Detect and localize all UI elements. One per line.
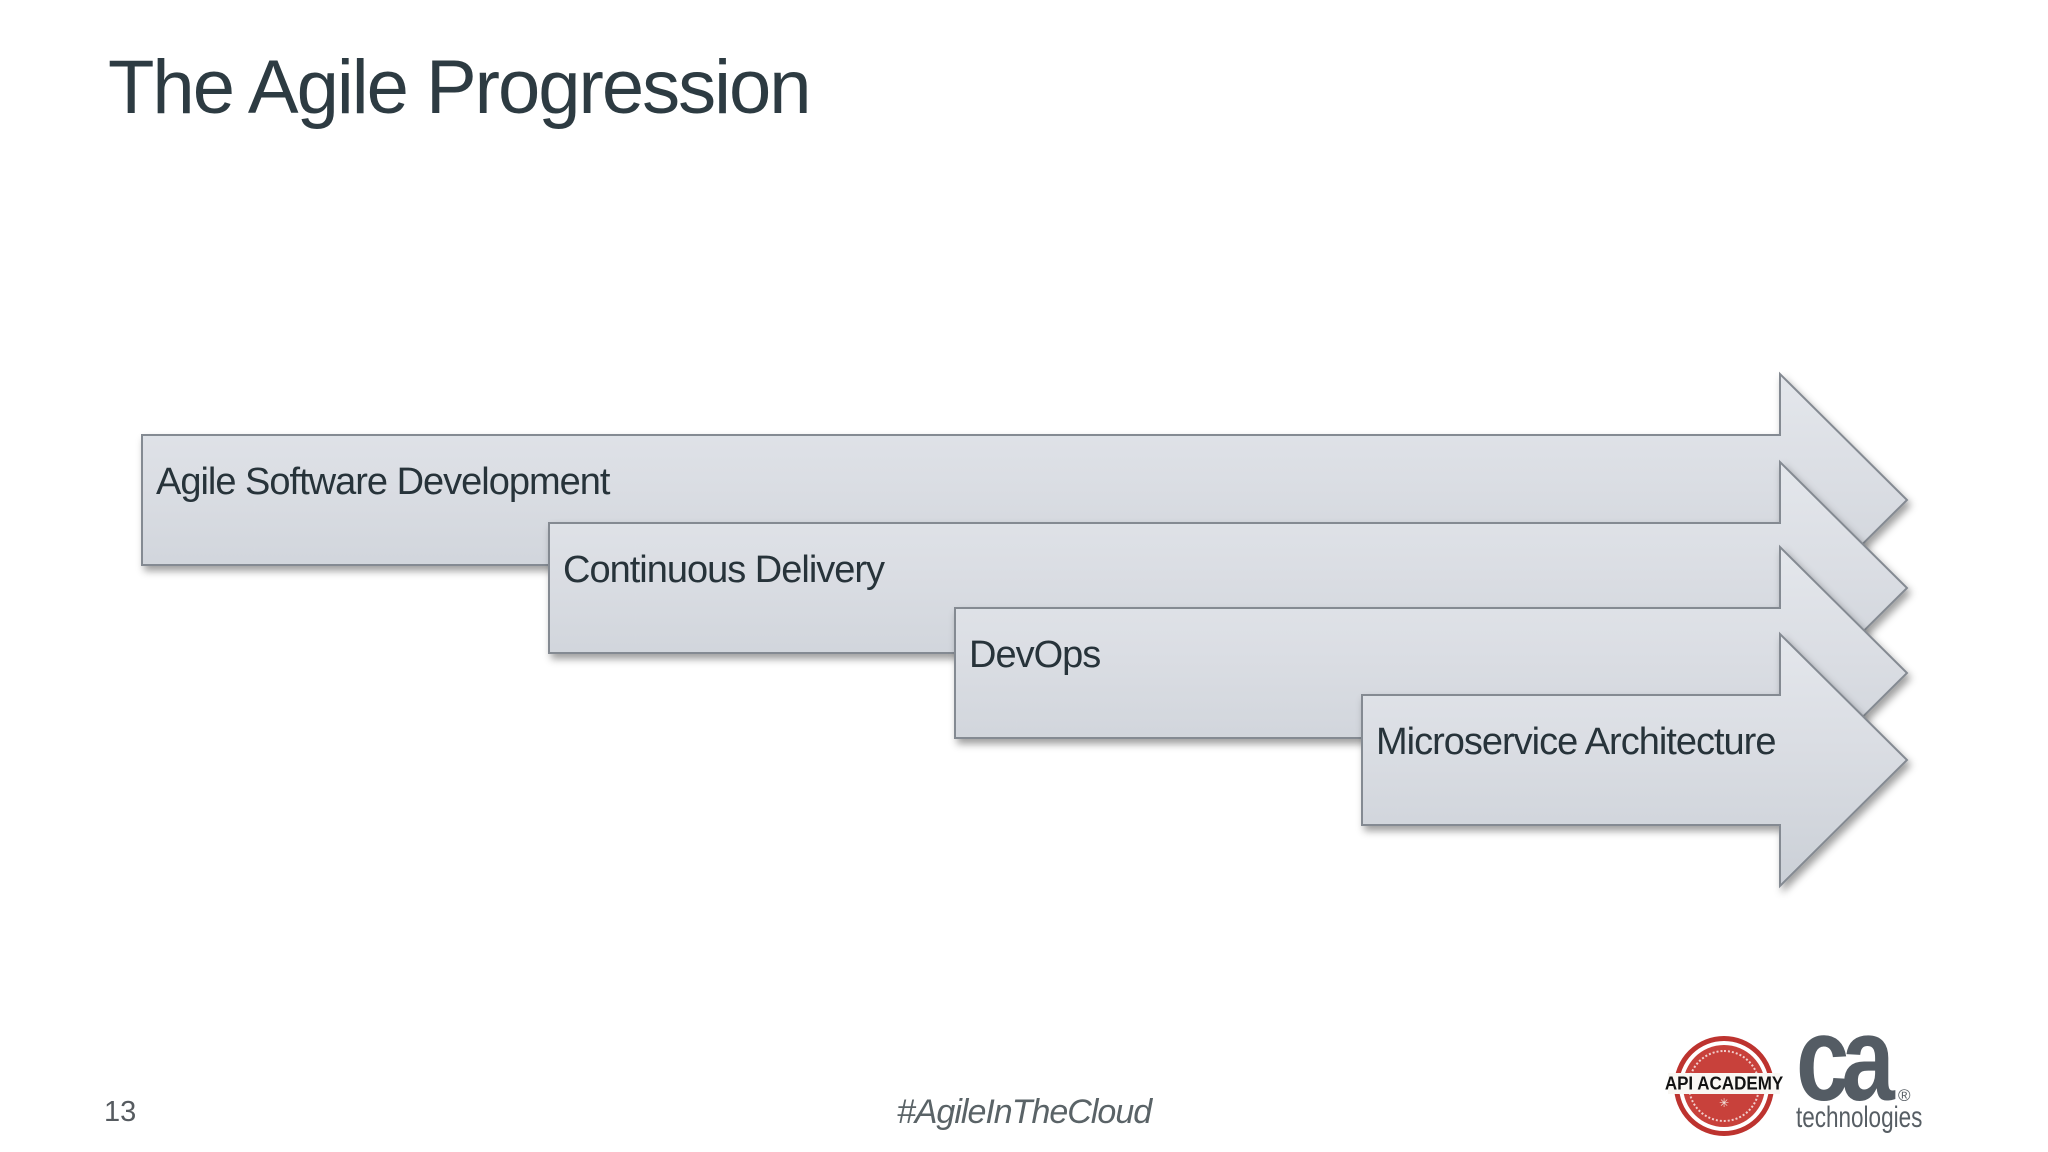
ca-technologies-subtext: technologies <box>1796 1101 1923 1134</box>
ca-wordmark: ca <box>1796 992 1895 1126</box>
arrow-label-microservice-architecture: Microservice Architecture <box>1376 721 1776 763</box>
ca-technologies-logo: ca ® technologies <box>1796 996 1966 1146</box>
page-number: 13 <box>104 1096 137 1128</box>
arrow-shape-microservice-architecture <box>1361 631 1909 889</box>
hashtag-text: #AgileInTheCloud <box>896 1093 1152 1131</box>
arrow-label-continuous-delivery: Continuous Delivery <box>563 549 885 591</box>
api-academy-logo: API ACADEMY ✳ <box>1665 1036 1783 1136</box>
arrow-label-devops: DevOps <box>969 634 1101 676</box>
arrow-label-agile-software-development: Agile Software Development <box>156 461 610 503</box>
star-icon: ✳ <box>1718 1096 1730 1110</box>
api-academy-label: API ACADEMY <box>1664 1072 1784 1094</box>
page-title: The Agile Progression <box>108 45 812 130</box>
api-academy-band: API ACADEMY <box>1664 1072 1784 1094</box>
registered-trademark-icon: ® <box>1898 1086 1911 1105</box>
